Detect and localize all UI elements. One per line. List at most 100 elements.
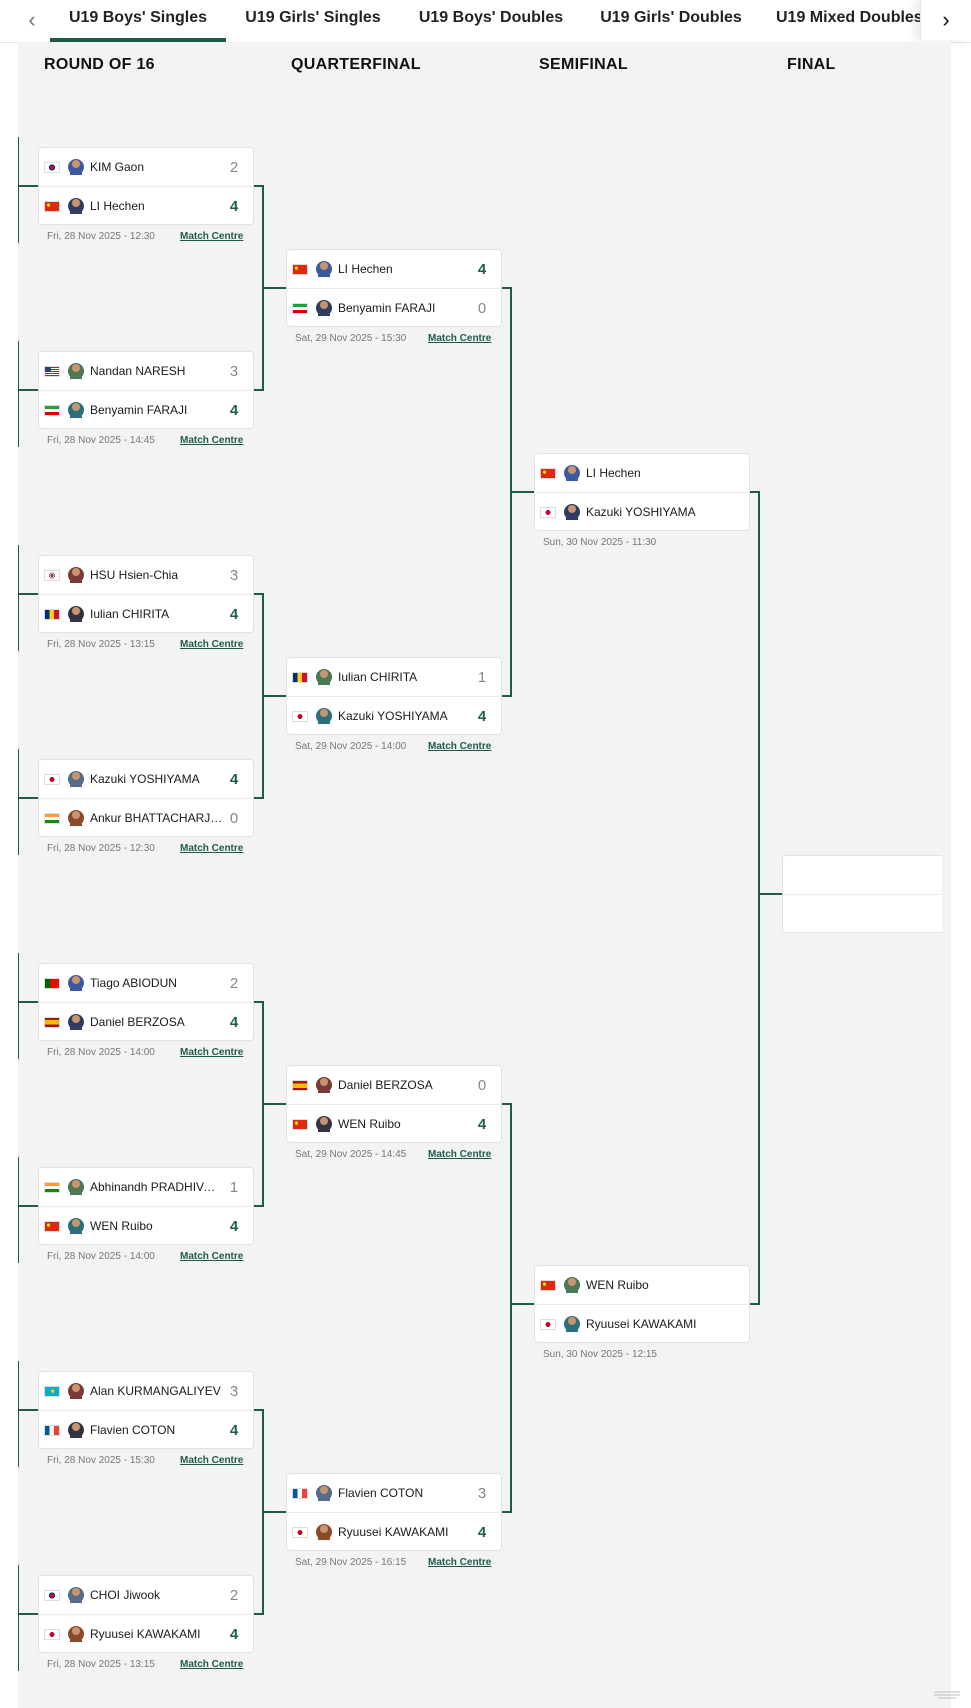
player-name[interactable]: WEN Ruibo	[90, 1219, 153, 1233]
match-centre-link[interactable]: Match Centre	[180, 1251, 244, 1262]
player-name[interactable]: Kazuki YOSHIYAMA	[586, 505, 696, 519]
player-name[interactable]: Ryuusei KAWAKAMI	[338, 1525, 449, 1539]
player-name[interactable]: Flavien COTON	[338, 1486, 424, 1500]
final-match-card[interactable]	[782, 855, 942, 933]
player-name[interactable]: HSU Hsien-Chia	[90, 568, 179, 582]
player-row[interactable]: LI Hechen	[535, 454, 749, 493]
player-name[interactable]: Kazuki YOSHIYAMA	[90, 772, 200, 786]
player-name[interactable]: LI Hechen	[586, 466, 641, 480]
player-name[interactable]: WEN Ruibo	[586, 1278, 649, 1292]
match-centre-link[interactable]: Match Centre	[180, 843, 244, 854]
match-centre-link[interactable]: Match Centre	[428, 1557, 492, 1568]
player-row[interactable]: Ryuusei KAWAKAMI 4	[287, 1513, 501, 1551]
match-centre-link[interactable]: Match Centre	[428, 333, 492, 344]
tab-u19-boys-doubles[interactable]: U19 Boys' Doubles	[418, 9, 564, 26]
player-name[interactable]: Nandan NARESH	[90, 364, 186, 378]
player-name[interactable]: CHOI Jiwook	[90, 1588, 161, 1602]
player-name[interactable]: Daniel BERZOSA	[90, 1015, 185, 1029]
match-centre-link[interactable]: Match Centre	[180, 639, 244, 650]
player-name[interactable]: Flavien COTON	[90, 1423, 176, 1437]
player-avatar-icon	[316, 300, 332, 316]
match-centre-link[interactable]: Match Centre	[428, 1149, 492, 1160]
tab-u19-mixed-doubles[interactable]: U19 Mixed Doubles	[776, 9, 923, 26]
chevron-left-icon[interactable]: ‹	[28, 7, 36, 32]
flag-ind-icon	[45, 813, 59, 823]
player-row[interactable]: WEN Ruibo	[535, 1266, 749, 1305]
player-name[interactable]: KIM Gaon	[90, 160, 145, 174]
player-name[interactable]: LI Hechen	[338, 262, 393, 276]
player-name[interactable]: Ryuusei KAWAKAMI	[90, 1627, 201, 1641]
match-datetime: Fri, 28 Nov 2025 - 13:15	[47, 1659, 155, 1670]
player-score: 4	[477, 1523, 487, 1541]
player-score: 4	[229, 770, 239, 788]
tab-u19-boys-singles[interactable]: U19 Boys' Singles	[50, 0, 226, 42]
player-name[interactable]: Alan KURMANGALIYEV	[90, 1384, 221, 1398]
final-slot-2[interactable]	[783, 895, 942, 933]
flag-usa-icon	[45, 366, 59, 376]
match-centre-link[interactable]: Match Centre	[180, 1659, 244, 1670]
player-name[interactable]: Daniel BERZOSA	[338, 1078, 433, 1092]
player-name[interactable]: Benyamin FARAJI	[90, 403, 188, 417]
match-centre-link[interactable]: Match Centre	[428, 741, 492, 752]
final-slot-1[interactable]	[783, 856, 942, 895]
player-row[interactable]: Abhinandh PRADHIVA···1	[39, 1168, 253, 1207]
match-centre-link[interactable]: Match Centre	[180, 435, 244, 446]
player-avatar-icon	[68, 363, 84, 379]
chevron-right-icon[interactable]: ›	[920, 0, 971, 40]
player-name[interactable]: Kazuki YOSHIYAMA	[338, 709, 448, 723]
player-name[interactable]: Iulian CHIRITA	[338, 670, 418, 684]
player-name[interactable]: WEN Ruibo	[338, 1117, 401, 1131]
player-row[interactable]: Kazuki YOSHIYAMA	[535, 493, 749, 531]
player-name[interactable]: Ryuusei KAWAKAMI	[586, 1317, 697, 1331]
player-name[interactable]: Tiago ABIODUN	[90, 976, 177, 990]
tab-u19-girls-singles[interactable]: U19 Girls' Singles	[245, 9, 381, 26]
tab-u19-girls-doubles[interactable]: U19 Girls' Doubles	[600, 9, 742, 26]
player-name[interactable]: Benyamin FARAJI	[338, 301, 436, 315]
player-avatar-icon	[316, 261, 332, 277]
match-centre-link[interactable]: Match Centre	[180, 231, 244, 242]
player-name[interactable]: Iulian CHIRITA	[90, 607, 170, 621]
match-centre-link[interactable]: Match Centre	[180, 1455, 244, 1466]
player-row[interactable]: Ryuusei KAWAKAMI	[535, 1305, 749, 1343]
player-name[interactable]: Abhinandh PRADHIVA···	[90, 1180, 223, 1194]
match-centre-link[interactable]: Match Centre	[180, 1047, 244, 1058]
player-name[interactable]: Ankur BHATTACHARJEE	[90, 811, 223, 825]
player-row[interactable]: Kazuki YOSHIYAMA 4	[39, 760, 253, 799]
player-name[interactable]: LI Hechen	[90, 199, 145, 213]
